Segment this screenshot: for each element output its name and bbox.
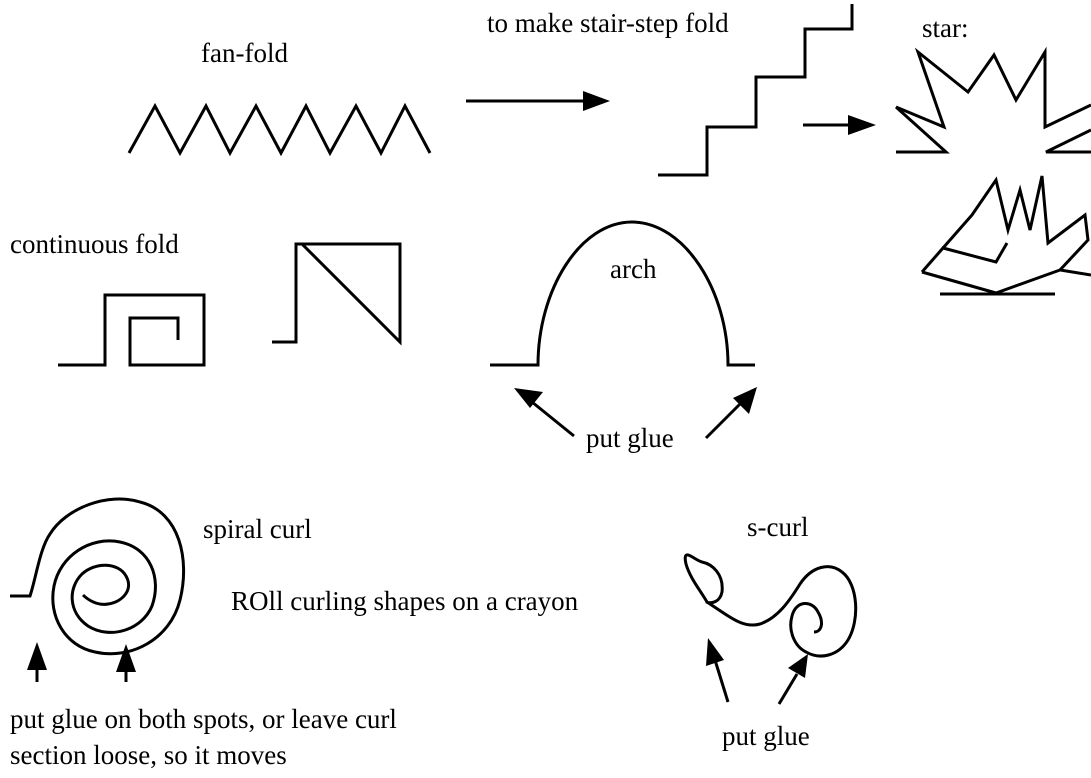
star-fold-closed-base bbox=[921, 268, 1061, 295]
arch-label: arch bbox=[610, 254, 657, 284]
continuous-fold-label: continuous fold bbox=[10, 229, 179, 259]
spiral-curl-label: spiral curl bbox=[203, 514, 312, 544]
star-fold-closed bbox=[941, 175, 1091, 277]
s-curl bbox=[683, 553, 858, 658]
stair-step-fold bbox=[658, 4, 854, 177]
spiral-glue-label-line1: put glue on both spots, or leave curl bbox=[10, 704, 397, 734]
arrow-glue-right bbox=[704, 387, 757, 440]
arrow-scurl-glue-right bbox=[777, 654, 808, 705]
arrow-scurl-glue-left bbox=[706, 638, 730, 703]
continuous-fold-diagonal bbox=[272, 242, 402, 346]
fan-fold-label: fan-fold bbox=[201, 38, 288, 68]
star-fold-closed-left bbox=[920, 242, 1009, 273]
arrow-glue-left bbox=[514, 388, 575, 438]
continuous-fold-spiral bbox=[58, 293, 206, 367]
star-fold-open-base bbox=[894, 105, 950, 154]
star-fold-open-right bbox=[1045, 128, 1091, 154]
roll-note-label: ROll curling shapes on a crayon bbox=[231, 586, 579, 616]
arrow-spiral-glue-right bbox=[116, 644, 136, 682]
stair-step-label: to make stair-step fold bbox=[487, 8, 729, 38]
spiral-curl bbox=[10, 497, 186, 656]
arrow-right-2 bbox=[803, 115, 876, 135]
fan-fold-zigzag bbox=[127, 102, 432, 157]
arrow-right-1 bbox=[466, 91, 610, 111]
arch-fold bbox=[490, 220, 755, 367]
star-fold-open bbox=[895, 46, 1091, 130]
spiral-glue-label-line2: section loose, so it moves bbox=[10, 740, 287, 770]
s-curl-label: s-curl bbox=[747, 512, 809, 542]
arrow-spiral-glue-left bbox=[27, 642, 47, 682]
put-glue-arch-label: put glue bbox=[586, 423, 674, 453]
put-glue-scurl-label: put glue bbox=[722, 721, 810, 751]
star-label: star: bbox=[922, 13, 969, 43]
